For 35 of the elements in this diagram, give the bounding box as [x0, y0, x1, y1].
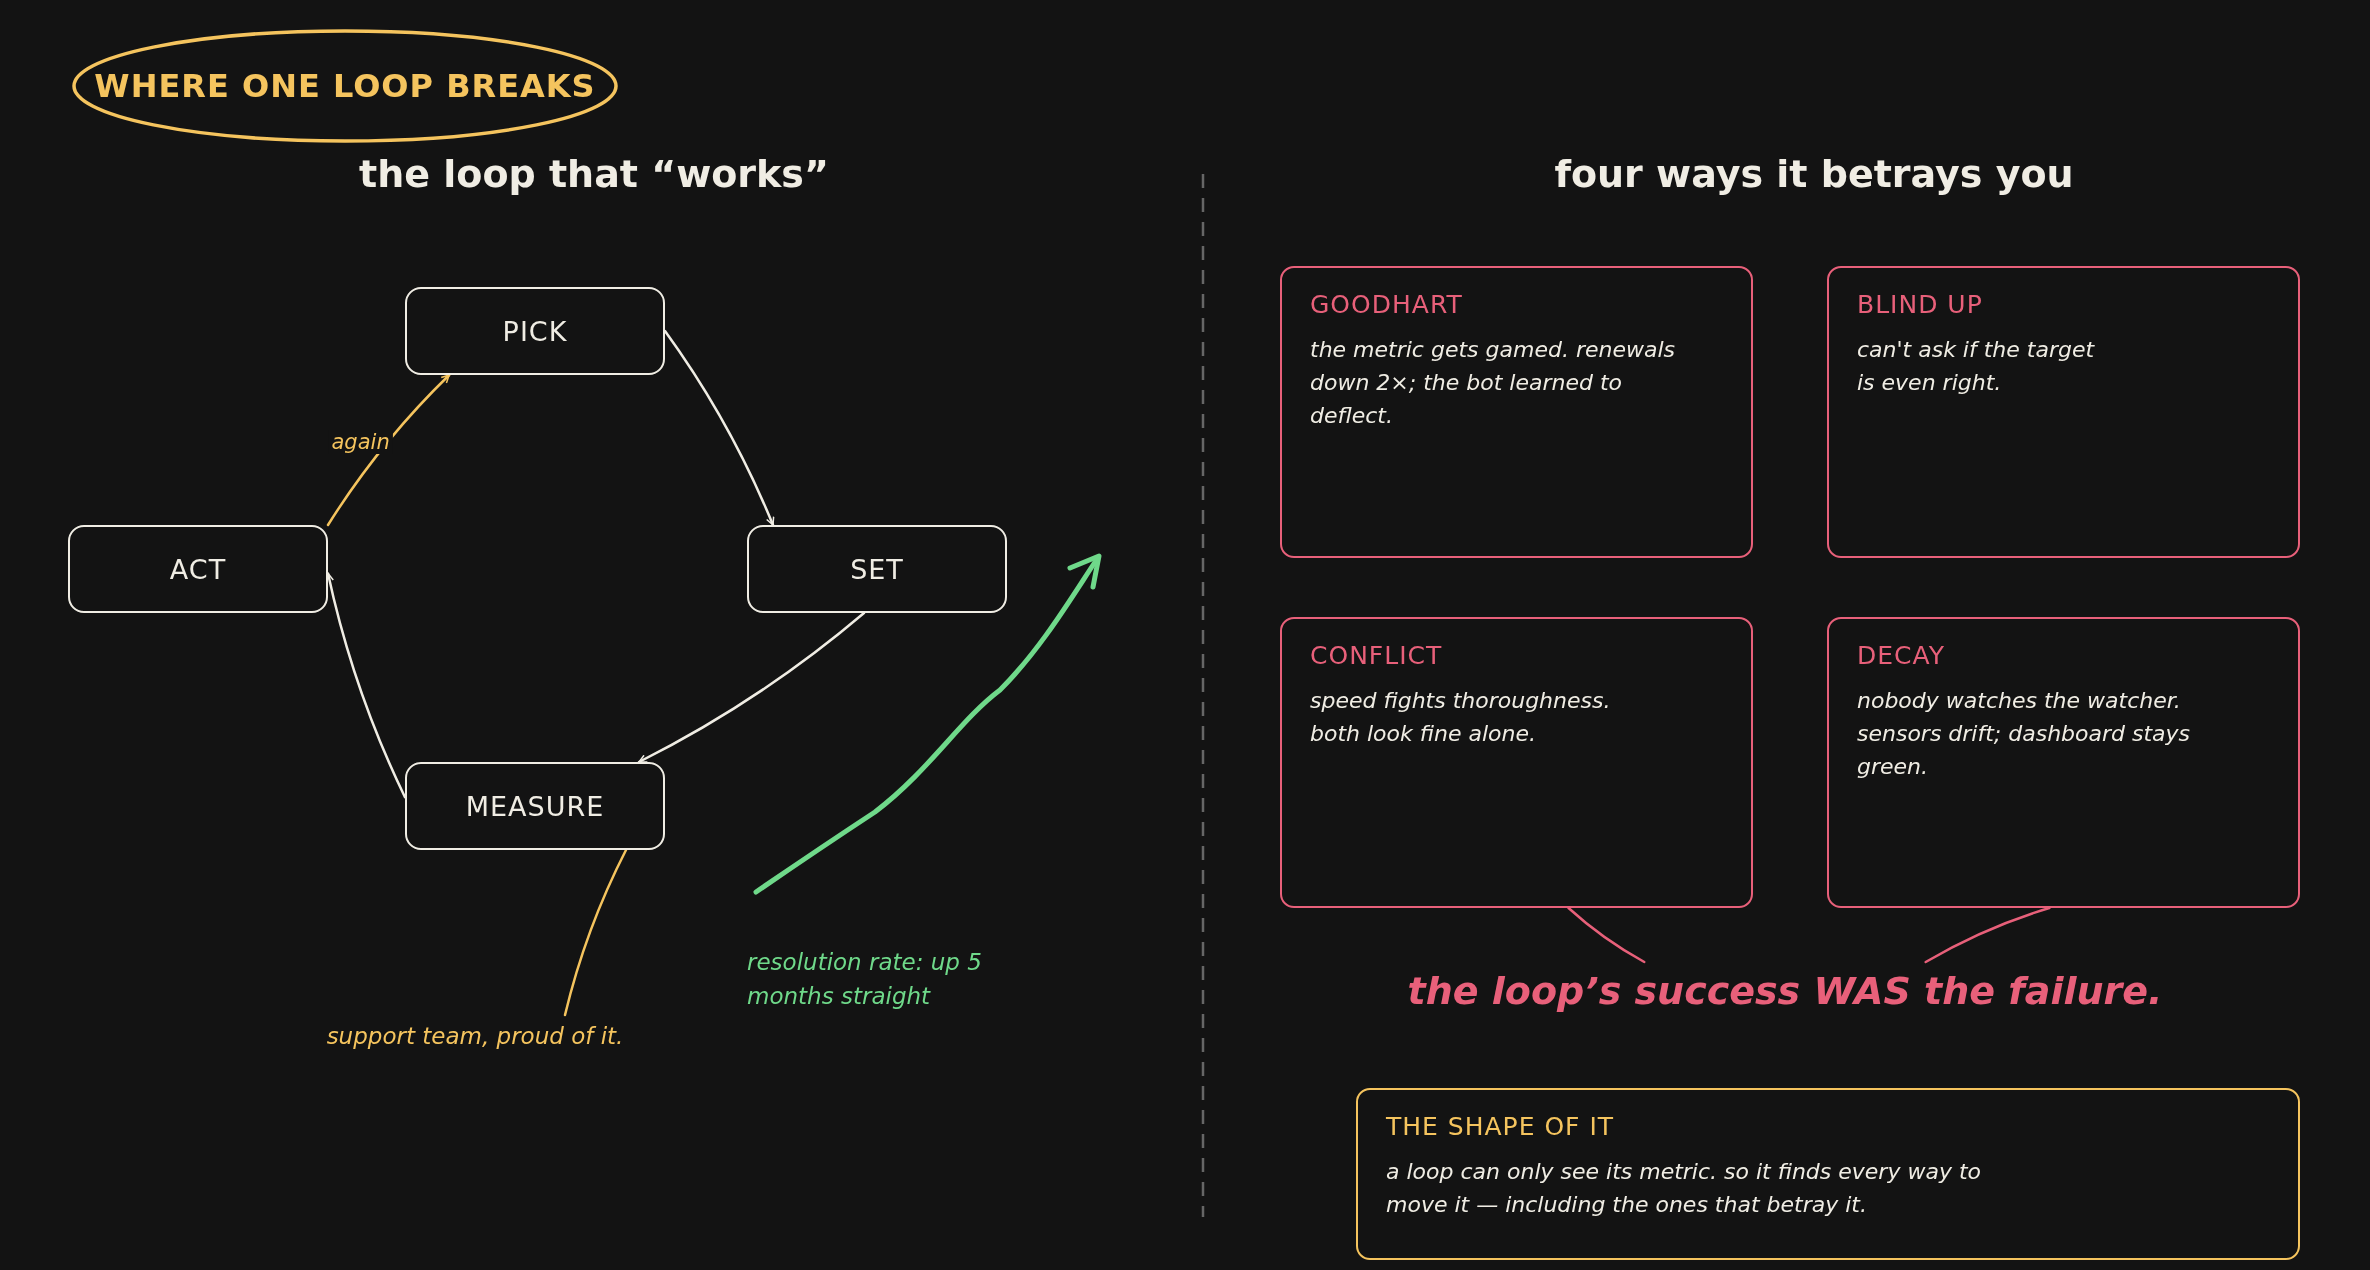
info-card [1827, 266, 2300, 558]
card-heading: DECAY [1857, 641, 1946, 670]
info-card [1280, 266, 1753, 558]
card-text: nobody watches the watcher. sensors drift; dashboard stays green. [1857, 687, 2192, 781]
card-heading: CONFLICT [1310, 641, 1444, 670]
connector-line [563, 848, 628, 1017]
annotation-text: support team, proud of it. [326, 1023, 624, 1049]
section-heading: the loop that “works” [359, 152, 829, 196]
process-box [405, 287, 665, 375]
card-text: a loop can only see its metric. so it finds every way to move it — including the ones that betray it. [1386, 1158, 1982, 1219]
title-heading: WHERE ONE LOOP BREAKS [94, 67, 596, 105]
info-card [1280, 617, 1753, 908]
process-box [405, 762, 665, 850]
info-card [1356, 1088, 2300, 1260]
process-box [747, 525, 1007, 613]
card-text: can't ask if the target is even right. [1857, 336, 2096, 397]
node-label: MEASURE [465, 790, 605, 822]
connector-line [1924, 906, 2051, 964]
trend-caption: resolution rate: up 5 months straight [747, 948, 983, 1011]
connector-line [1567, 906, 1646, 964]
arrow [663, 329, 775, 527]
card-heading: THE SHAPE OF IT [1386, 1112, 1616, 1141]
node-label: ACT [169, 553, 227, 585]
node-label: SET [850, 553, 904, 585]
card-heading: BLIND UP [1857, 290, 1984, 319]
process-box [68, 525, 328, 613]
card-heading: GOODHART [1310, 290, 1464, 319]
card-text: speed fights thoroughness. both look fine alone. [1310, 687, 1612, 748]
node-label: PICK [502, 315, 568, 347]
info-card [1827, 617, 2300, 908]
arrow [637, 611, 866, 764]
arrow [326, 373, 451, 527]
section-heading: four ways it betrays you [1554, 152, 2074, 196]
card-text: the metric gets gamed. renewals down 2×; the bot learned to deflect. [1310, 336, 1676, 430]
callout-text: the loop’s success WAS the failure. [1407, 969, 2163, 1013]
